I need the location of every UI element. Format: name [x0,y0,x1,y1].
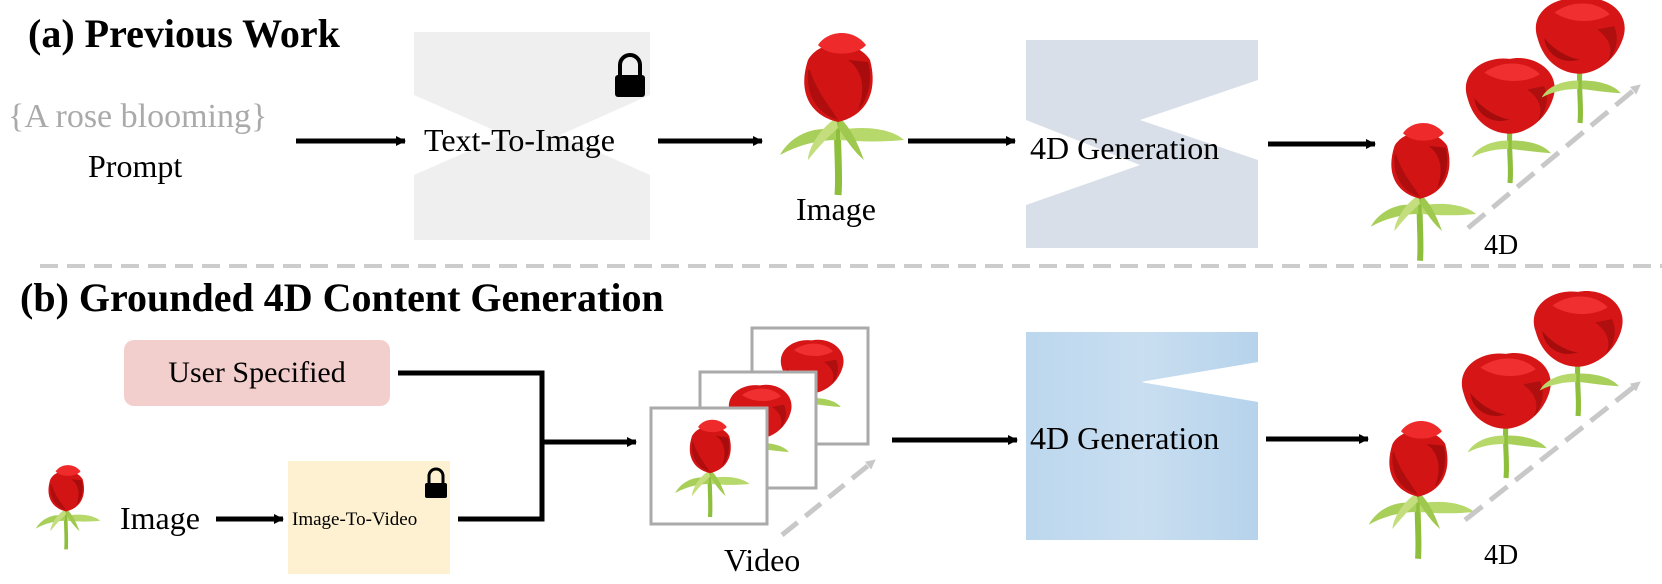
text-to-image-bowtie [414,32,650,240]
connector-i2v [458,442,545,522]
prompt-text: {A rose blooming} [8,98,268,135]
user-specified-box: User Specified [124,340,390,406]
rose-image-a [780,33,904,195]
4d-generation-model-a [1026,40,1258,248]
video-label: Video [724,542,801,578]
time-axis-b [1463,380,1642,522]
rose-4d-b-1 [1369,421,1474,559]
time-axis-video [780,458,877,537]
time-axis-a [1466,83,1642,230]
t2i-label: Text-To-Image [424,122,615,158]
image-label-b: Image [120,500,200,536]
image-label-a: Image [796,191,876,227]
i2v-label: Image-To-Video [292,509,418,530]
panel-a-heading: (a) Previous Work [28,11,340,56]
rose-4d-b-2 [1462,353,1551,478]
i2v-lock-icon [425,467,447,498]
4d-generation-label-b: 4D Generation [1030,420,1220,456]
rose-4d-a-1 [1371,123,1476,261]
rose-image-b [34,463,103,552]
4d-output-label-a: 4D [1484,230,1519,261]
4d-generation-label-a: 4D Generation [1030,130,1220,166]
t2i-lock-icon [615,53,645,97]
panel-b-heading: (b) Grounded 4D Content Generation [20,275,664,320]
prompt-label: Prompt [88,148,183,184]
4d-output-label-b: 4D [1484,540,1519,571]
connector-user-specified [398,370,545,442]
